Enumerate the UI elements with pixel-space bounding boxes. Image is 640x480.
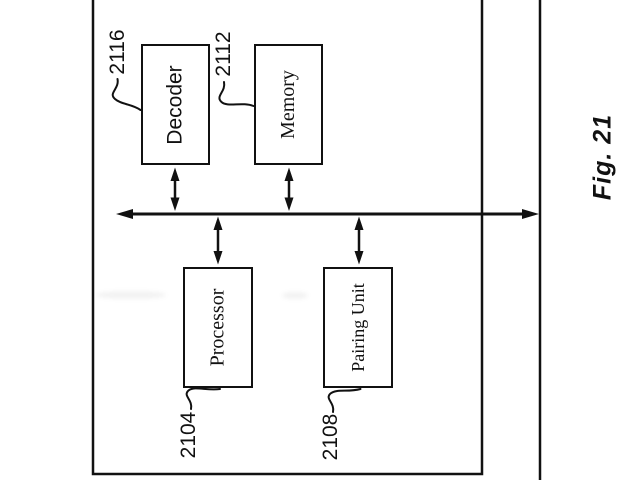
ref-2108: 2108 [319, 413, 342, 461]
block-processor: Processor [183, 267, 253, 388]
leader-2108 [327, 388, 362, 413]
bus-arrowhead-left [116, 209, 133, 219]
decoder-bus-arrow [170, 167, 180, 211]
ref-2104: 2104 [177, 411, 200, 459]
bus-arrowhead-right [522, 209, 539, 219]
scan-smudge [96, 291, 166, 299]
ref-2112: 2112 [212, 31, 235, 77]
figure-caption: Fig. 21 [588, 113, 617, 201]
decoder-label: Decoder [163, 64, 187, 145]
outer-frame [91, 0, 484, 476]
memory-bus-arrow [284, 167, 294, 211]
processor-label: Processor [206, 288, 229, 367]
block-pairing-unit: Pairing Unit [323, 267, 393, 388]
leader-2104 [185, 387, 221, 410]
scan-smudge [282, 292, 308, 299]
block-decoder: Decoder [141, 44, 210, 165]
memory-label: Memory [277, 70, 300, 139]
pairing-unit-bus-arrow [354, 216, 364, 265]
pairing-unit-label: Pairing Unit [347, 283, 368, 372]
ref-2116: 2116 [106, 29, 129, 75]
leader-2112 [218, 81, 255, 107]
block-memory: Memory [254, 44, 323, 165]
leader-2116 [111, 78, 142, 111]
processor-bus-arrow [213, 216, 223, 265]
